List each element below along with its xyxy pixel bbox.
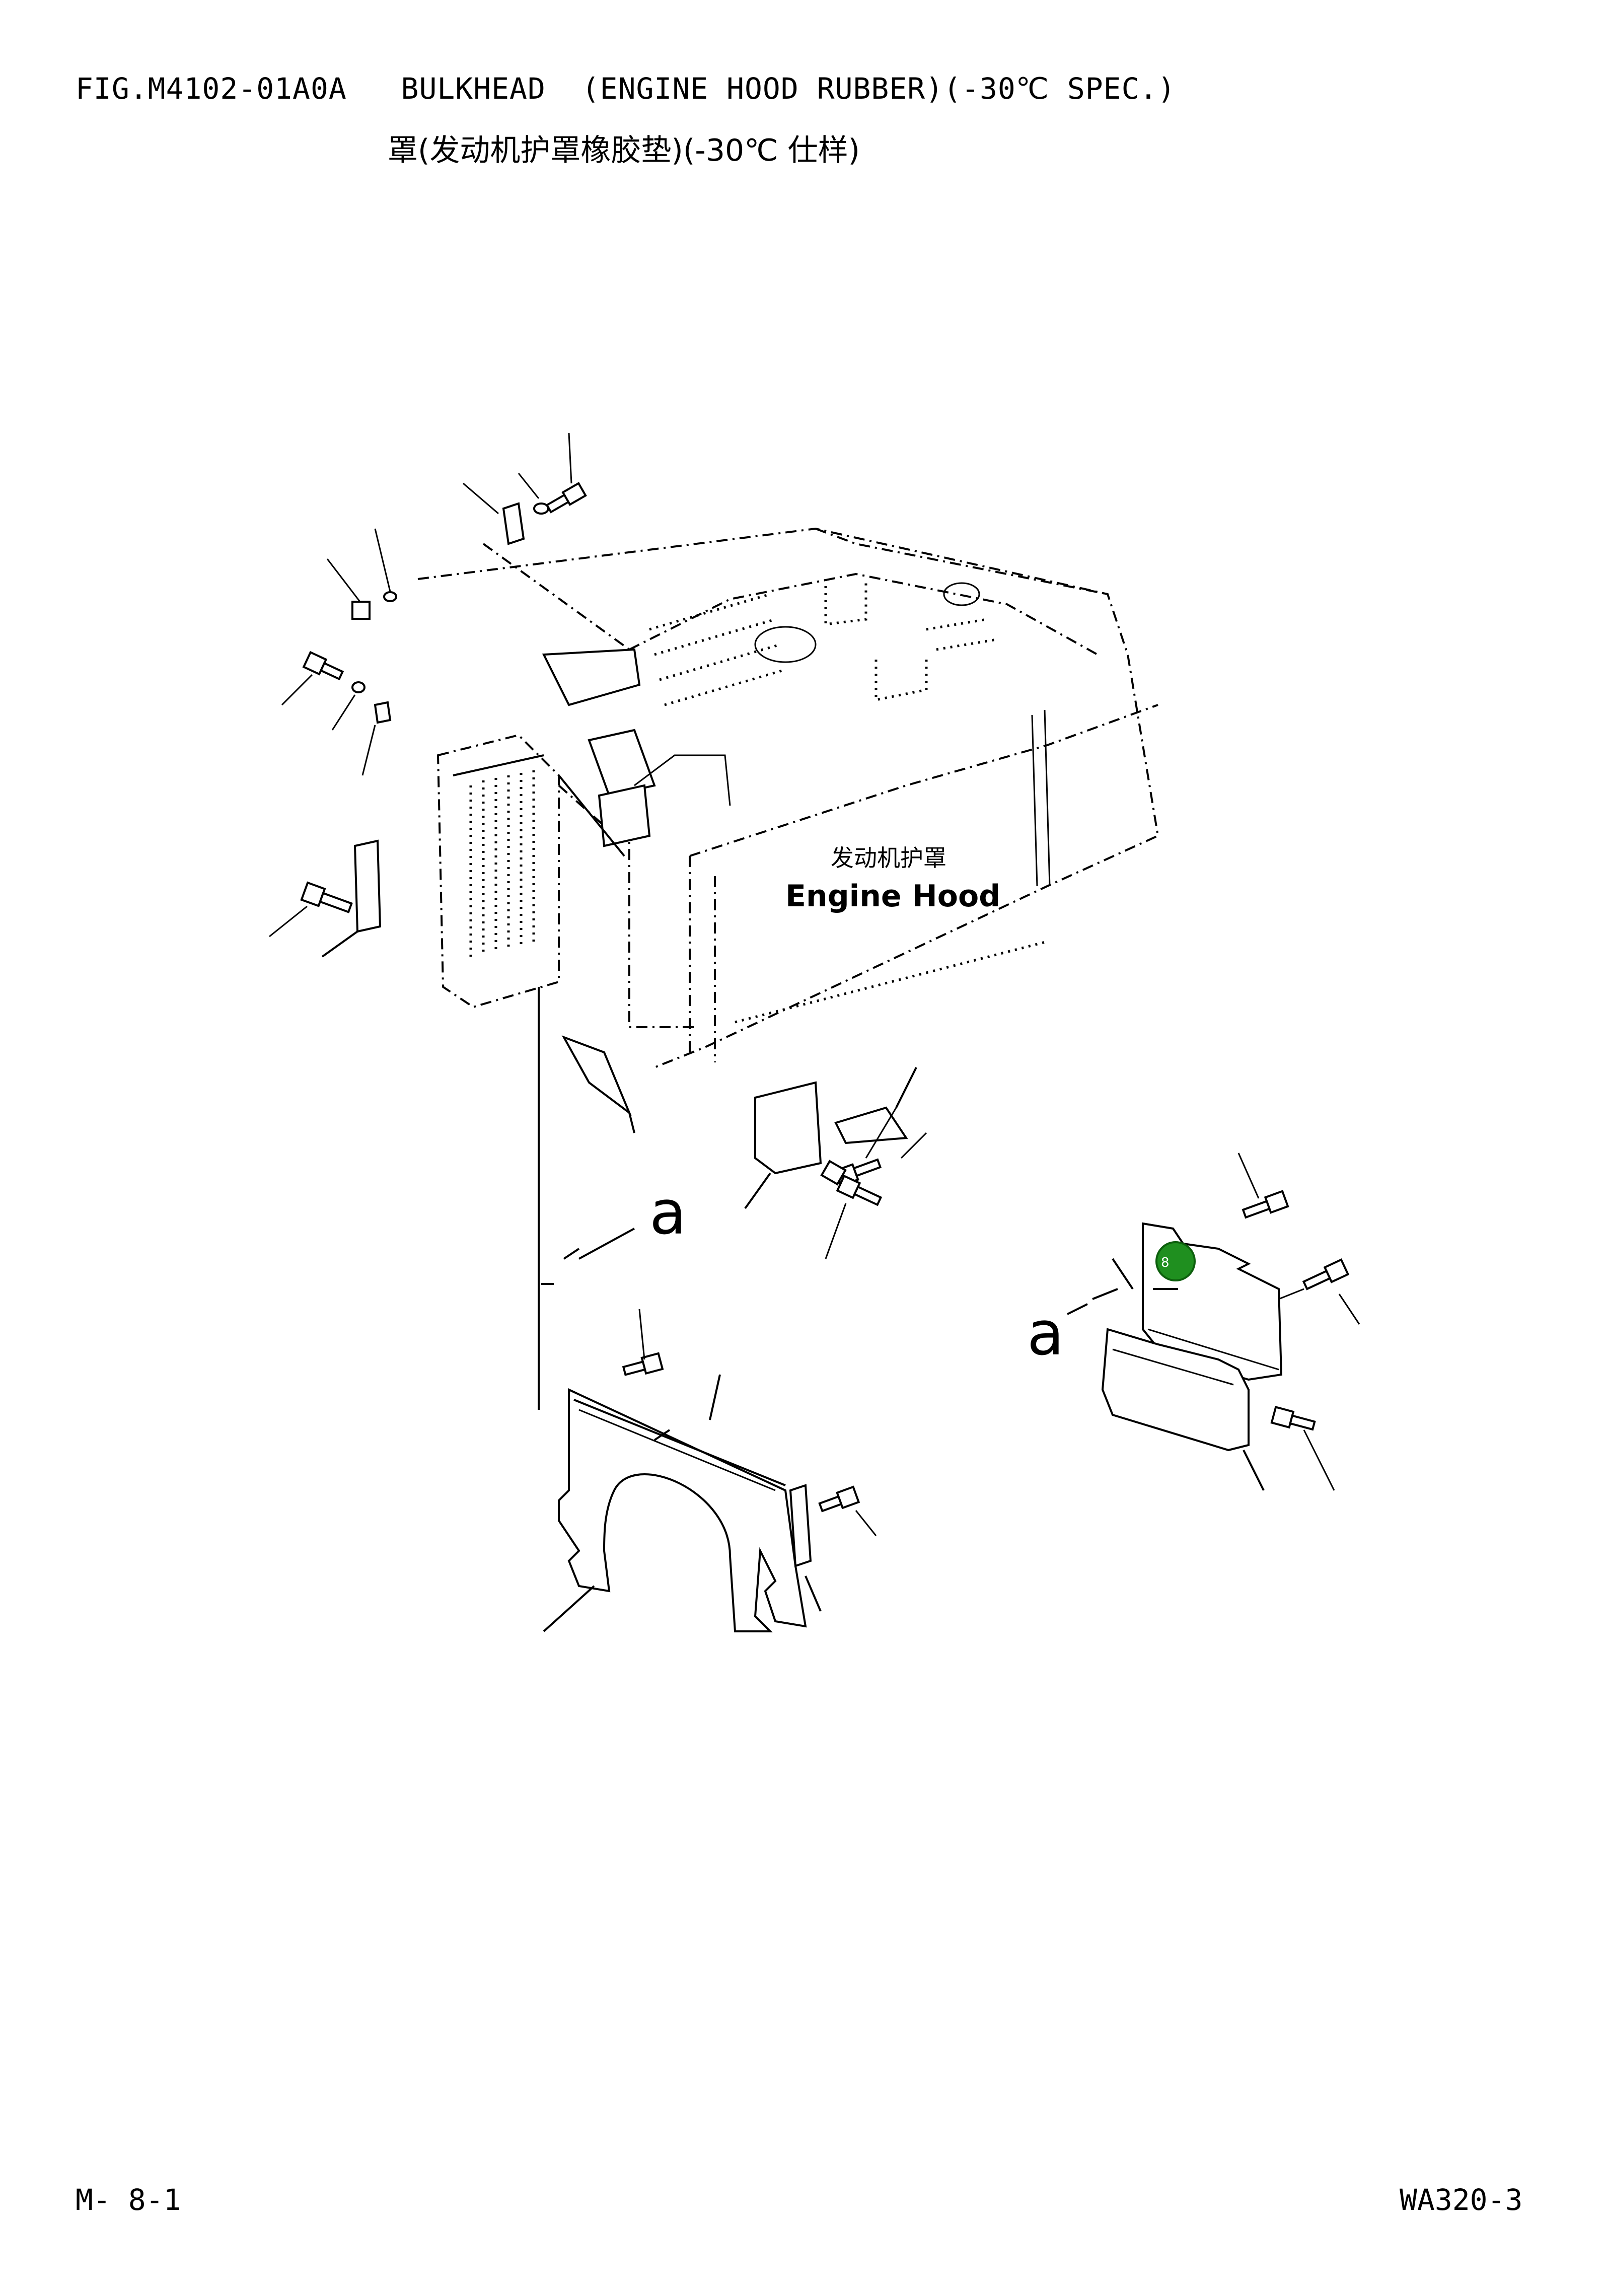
machine-model: WA320-3 <box>1400 2183 1523 2217</box>
figure-title-chinese: 罩(发动机护罩橡胶垫)(-30℃ 仕样) <box>388 133 860 168</box>
engine-hood-outline <box>417 527 1159 1068</box>
hood-hinge-assembly <box>482 543 731 847</box>
view-marker-a-left: a <box>649 1178 687 1248</box>
page-reference: M- 8-1 <box>76 2183 181 2217</box>
figure-title-english: FIG.M4102-01A0A BULKHEAD (ENGINE HOOD RU… <box>76 71 1176 106</box>
front-grille-panel <box>436 734 625 1009</box>
engine-hood-label-en: Engine Hood <box>785 879 1000 914</box>
lower-fasteners <box>622 1309 877 1536</box>
bolt-icon <box>300 881 353 913</box>
detail-view-a <box>1067 1153 1360 1491</box>
engine-hood-rubber-strip <box>561 1035 917 1209</box>
washer-icon <box>533 503 549 515</box>
part-callout-marker[interactable]: 8 <box>1155 1241 1196 1281</box>
bolt-icon <box>545 482 587 514</box>
callout-number: 8 <box>1161 1255 1170 1270</box>
fastener-set <box>269 433 927 1259</box>
left-side-bracket <box>321 839 382 958</box>
callout-circle-icon[interactable] <box>1155 1241 1196 1281</box>
bolt-icon <box>820 1160 847 1186</box>
bolt-icon <box>302 651 344 681</box>
bolt-icon <box>1242 1190 1289 1219</box>
bolt-icon <box>818 1485 860 1513</box>
nut-icon <box>351 601 371 620</box>
bolt-icon <box>622 1352 664 1376</box>
bolt-icon <box>1270 1406 1316 1431</box>
reference-lines-left <box>538 987 635 1410</box>
view-marker-a-right: a <box>1027 1299 1064 1369</box>
bolt-icon <box>836 1174 883 1206</box>
bolt-icon <box>1302 1258 1350 1290</box>
engine-hood-label-cn: 发动机护罩 <box>831 844 946 872</box>
lower-bulkhead-panel <box>543 1374 822 1632</box>
